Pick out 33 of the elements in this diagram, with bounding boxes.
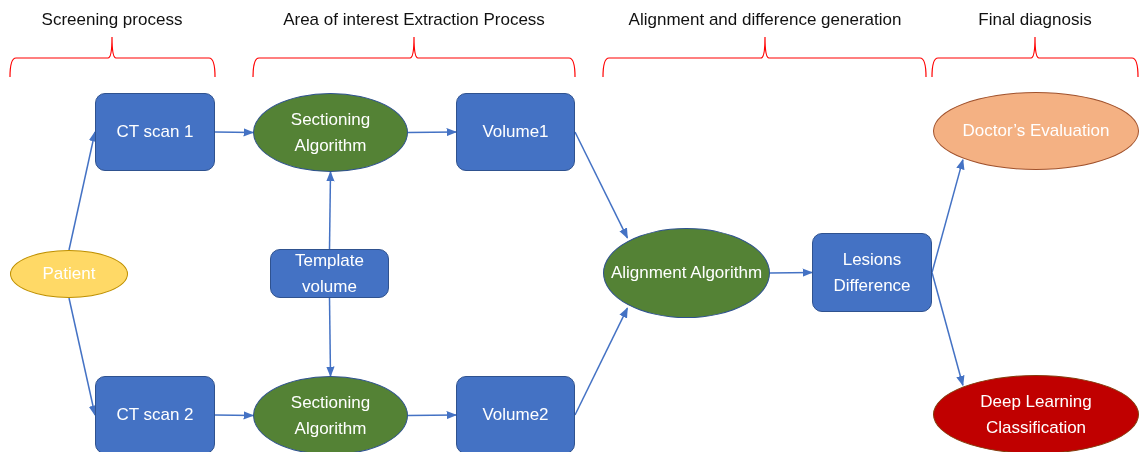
process-box	[456, 93, 575, 171]
node-label: Template volume	[294, 250, 365, 298]
section-heading: Final diagnosis	[978, 10, 1092, 30]
arrow	[931, 271, 965, 387]
arrow	[407, 127, 458, 137]
section-heading: Screening process	[41, 10, 183, 30]
process-box	[812, 233, 932, 312]
node-label: Volume1	[481, 121, 550, 144]
node-label: Doctor’s Evaluation	[961, 120, 1111, 143]
process-box	[456, 376, 575, 452]
arrow	[214, 128, 255, 137]
arrow	[574, 131, 629, 239]
arrow	[326, 297, 335, 378]
section-heading: Alignment and difference generation	[628, 10, 902, 30]
arrow	[407, 410, 458, 420]
node-label: Patient	[41, 263, 97, 286]
arrow	[931, 158, 965, 274]
node-label: Deep Learning Classification	[979, 391, 1093, 439]
node-label: Lesions Difference	[832, 249, 912, 297]
node-label: Alignment Algorithm	[609, 262, 764, 285]
node-label: Sectioning Algorithm	[289, 109, 372, 157]
process-box	[95, 93, 215, 171]
node-label: CT scan 2	[115, 404, 195, 427]
node-label: CT scan 1	[115, 121, 195, 144]
arrow	[214, 411, 255, 420]
arrow	[769, 268, 814, 277]
process-box	[95, 376, 215, 452]
node-label: Volume2	[481, 404, 550, 427]
node-label: Sectioning Algorithm	[289, 392, 372, 440]
arrow	[326, 170, 335, 250]
section-heading: Area of interest Extraction Process	[283, 10, 545, 30]
arrow	[574, 307, 629, 416]
process-box	[270, 249, 389, 298]
